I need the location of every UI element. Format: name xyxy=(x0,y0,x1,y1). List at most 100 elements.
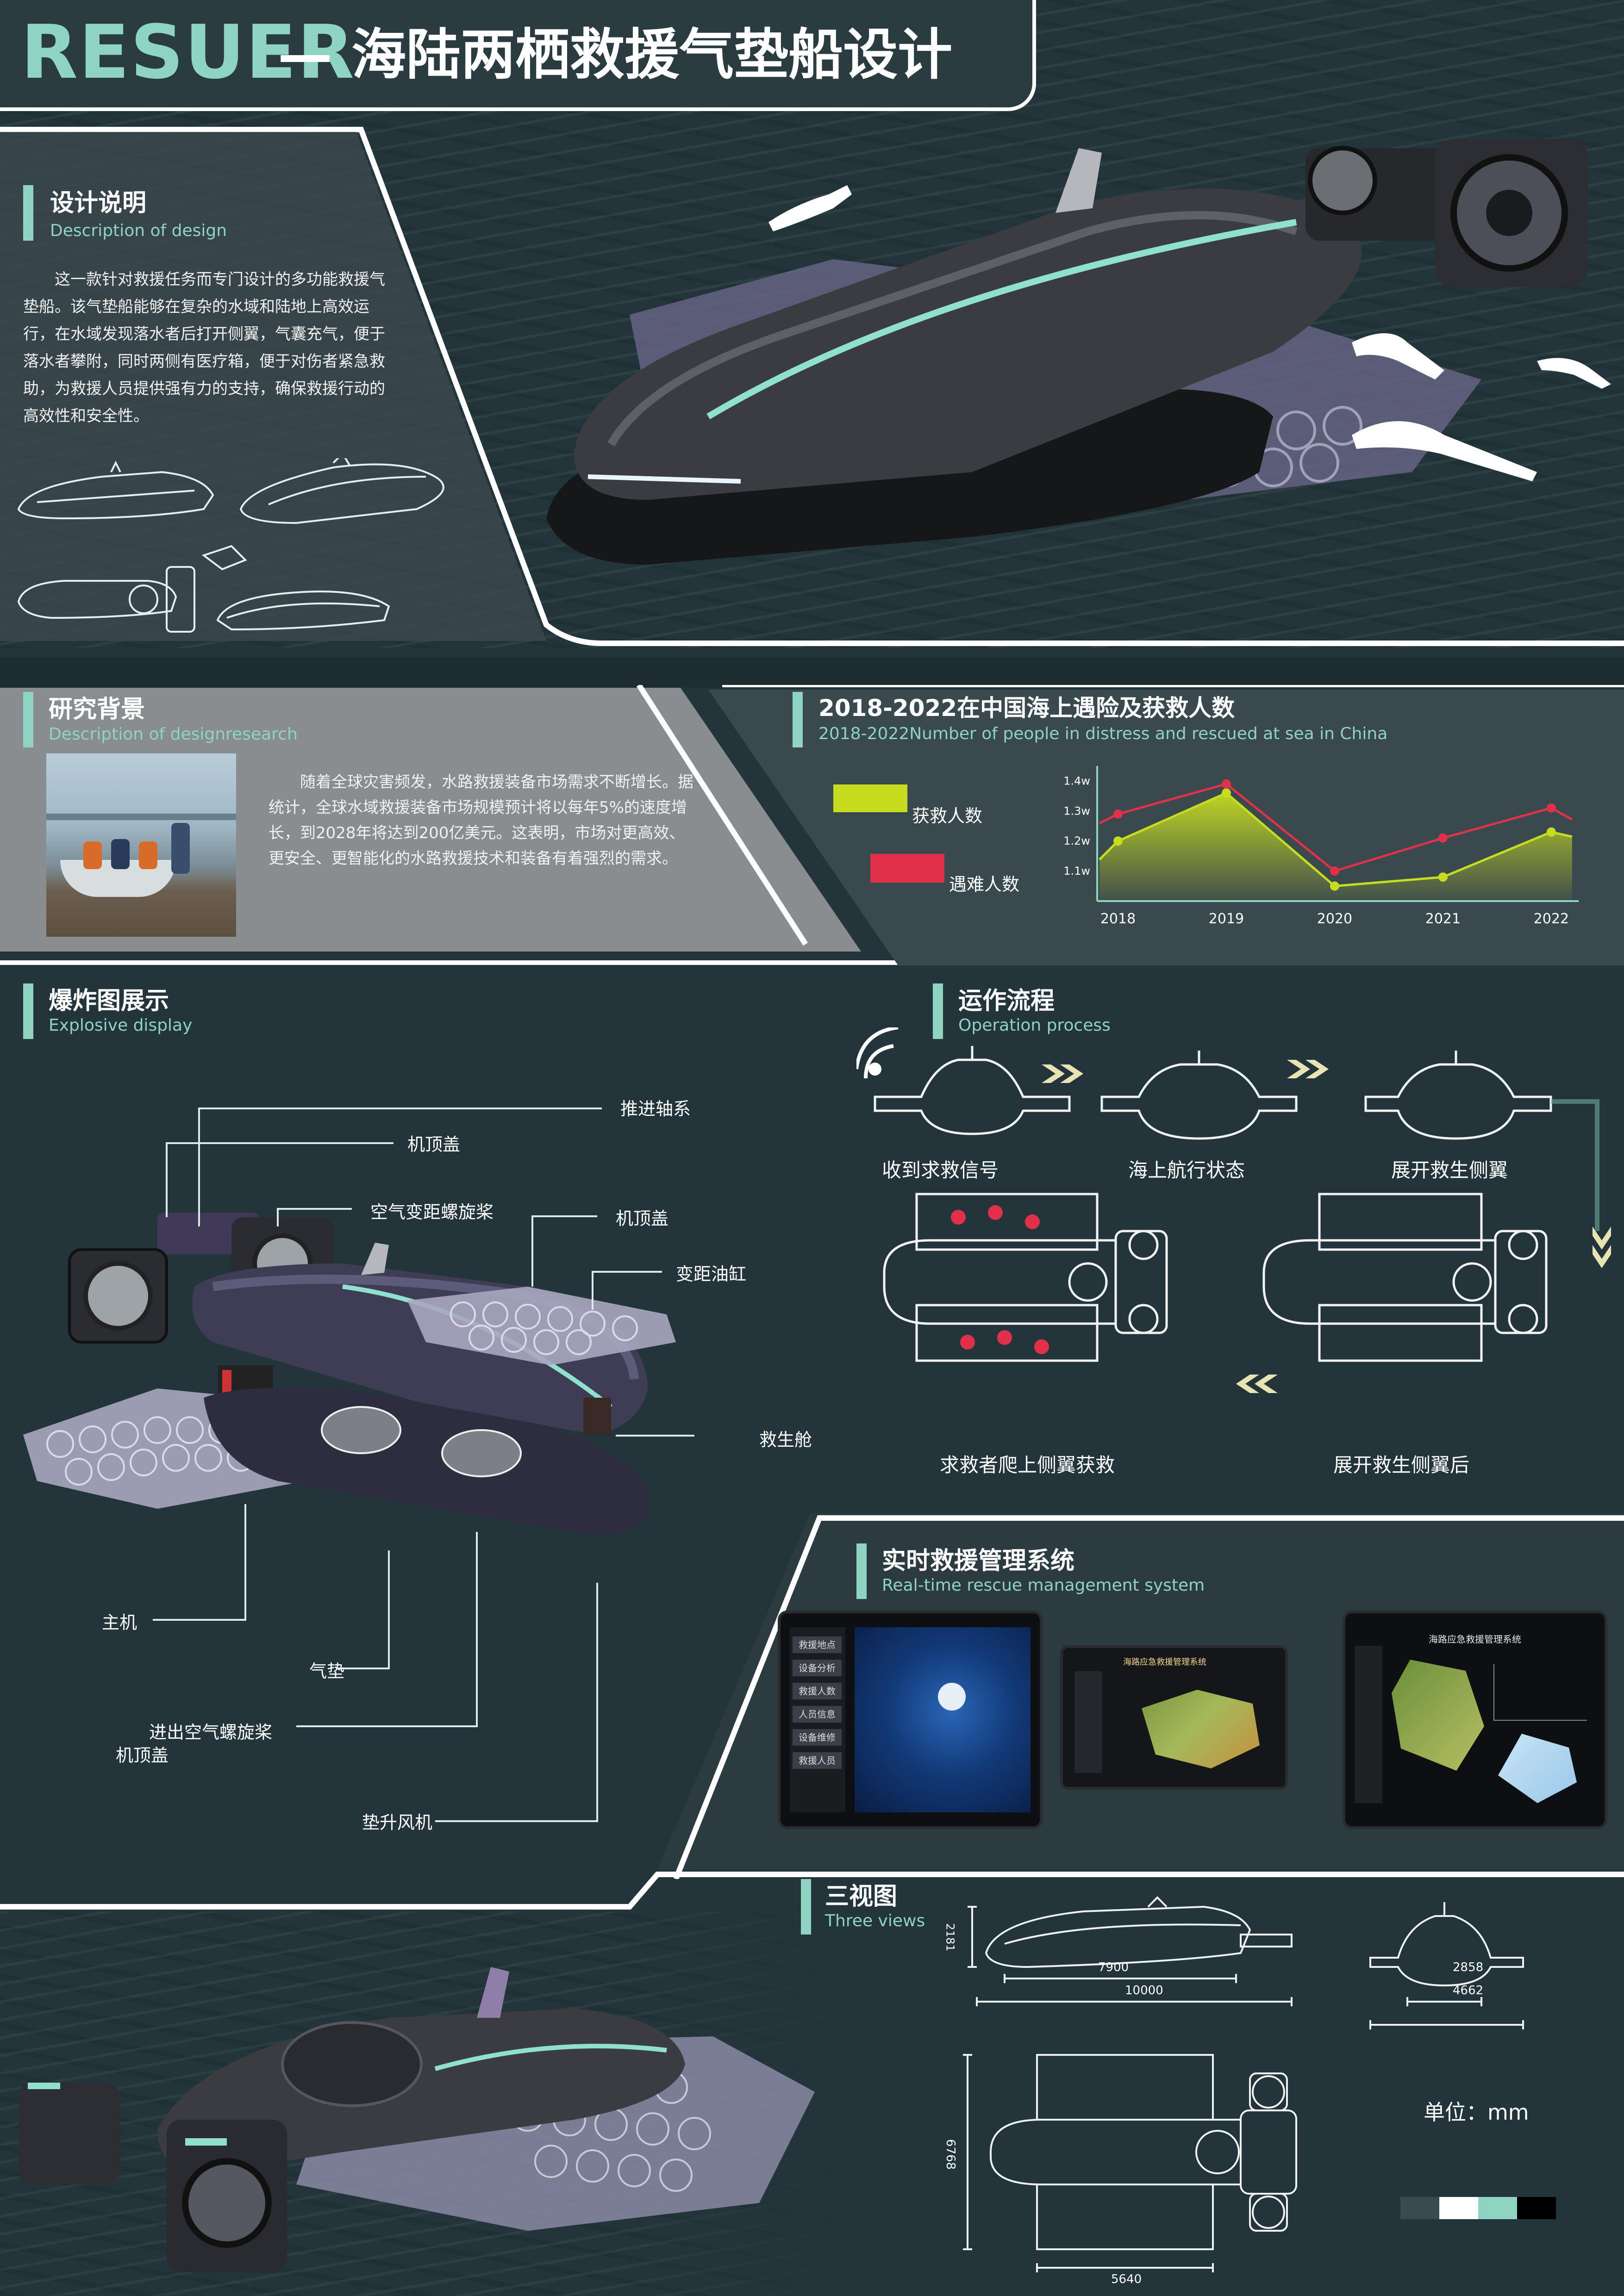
legend-rescued-swatch xyxy=(833,784,907,812)
swimmer-silhouettes xyxy=(768,185,1611,481)
stats-title: 2018-2022在中国海上遇险及获救人数 xyxy=(818,695,1235,722)
data-point-rescued xyxy=(1113,836,1123,846)
dim-top-length: 5640 xyxy=(1111,2272,1142,2286)
data-point-distress xyxy=(1546,803,1556,813)
explosive-leader-lines xyxy=(153,1108,694,1822)
color-swatch-3 xyxy=(1478,2197,1517,2219)
x-tick-label: 2018 xyxy=(1100,911,1136,927)
views-title: 三视图 xyxy=(825,1883,898,1910)
y-tick-label: 1.1w xyxy=(1063,865,1090,877)
design-text: 这一款针对救援任务而专门设计的多功能救援气垫船。该气垫船能够在复杂的水域和陆地上… xyxy=(23,270,385,425)
research-title-bar xyxy=(23,692,33,747)
screen-3-title: 海路应急救援管理系统 xyxy=(1429,1634,1521,1645)
dashboard-menu-item-1[interactable]: 救援地点 xyxy=(793,1636,842,1653)
label-pitch-cylinder: 变距油缸 xyxy=(676,1264,747,1284)
label-variable-propeller: 空气变距螺旋桨 xyxy=(370,1202,494,1222)
data-point-distress xyxy=(1113,809,1123,819)
dim-length-inner: 7900 xyxy=(1098,1960,1129,1974)
research-panel-frame xyxy=(0,685,1624,965)
management-panel-frame xyxy=(673,1515,1624,1879)
management-title: 实时救援管理系统 xyxy=(882,1547,1075,1575)
bottom-divider xyxy=(0,1872,1624,1910)
dim-length-outer: 10000 xyxy=(1125,1984,1163,1997)
y-tick-label: 1.4w xyxy=(1063,774,1090,787)
data-point-rescued xyxy=(1438,872,1448,882)
color-swatch-2 xyxy=(1439,2197,1478,2219)
research-text: 随着全球灾害频发，水路救援装备市场需求不断增长。据统计，全球水域救援装备市场规模… xyxy=(269,773,693,868)
dim-height: 2181 xyxy=(943,1923,957,1952)
dashboard-menu-item-6[interactable]: 救援人员 xyxy=(793,1752,842,1769)
explosive-subtitle: Explosive display xyxy=(49,1016,193,1035)
operation-subtitle: Operation process xyxy=(958,1016,1111,1035)
hero-ship-illustration xyxy=(546,139,1588,565)
bottom-ship-illustration xyxy=(19,1967,815,2272)
screen-2-title: 海路应急救援管理系统 xyxy=(1123,1657,1206,1667)
legend-distress-label: 遇难人数 xyxy=(949,874,1020,895)
label-hood-1: 机顶盖 xyxy=(407,1134,461,1155)
management-title-bar xyxy=(856,1543,867,1599)
hero-frame xyxy=(0,127,1624,646)
rescued-area xyxy=(1099,793,1572,901)
design-title-bar xyxy=(23,185,33,241)
management-subtitle: Real-time rescue management system xyxy=(882,1576,1205,1595)
design-title: 设计说明 xyxy=(50,189,147,217)
research-title: 研究背景 xyxy=(49,696,145,723)
views-title-bar xyxy=(801,1879,811,1935)
exploded-view-illustration xyxy=(23,1213,676,1535)
dashboard-screen-2: 海路应急救援管理系统 xyxy=(1060,1645,1288,1790)
section-divider-left xyxy=(0,963,1624,981)
research-subtitle: Description of designresearch xyxy=(49,725,298,744)
dim-width: 6768 xyxy=(943,2139,958,2170)
dashboard-map xyxy=(855,1627,1031,1812)
stats-title-bar xyxy=(793,692,803,747)
x-tick-label: 2019 xyxy=(1209,911,1244,927)
explosive-title-bar xyxy=(23,983,33,1039)
dashboard-menu-item-2[interactable]: 设备分析 xyxy=(793,1660,842,1676)
color-swatch-4 xyxy=(1517,2197,1556,2219)
label-lifeboat: 救生舱 xyxy=(759,1430,812,1450)
x-tick-label: 2022 xyxy=(1534,911,1569,927)
design-sketches xyxy=(17,458,444,633)
label-hood-2: 机顶盖 xyxy=(616,1208,669,1229)
legend-distress-swatch xyxy=(870,854,944,883)
stats-subtitle: 2018-2022Number of people in distress an… xyxy=(818,724,1388,743)
step-sailing: 海上航行状态 xyxy=(1128,1159,1245,1182)
data-point-distress xyxy=(1330,866,1339,876)
step-rescued: 求救者爬上侧翼获救 xyxy=(940,1454,1115,1476)
y-tick-label: 1.3w xyxy=(1063,804,1090,817)
design-subtitle: Description of design xyxy=(50,221,227,240)
three-views-drawing xyxy=(963,1896,1524,2272)
operation-title-bar xyxy=(933,983,943,1039)
title-banner xyxy=(0,0,1036,111)
dashboard-screen-1: 救援地点 设备分析 救援人数 人员信息 设备维修 救援人员 xyxy=(778,1611,1043,1829)
label-hood-3: 机顶盖 xyxy=(116,1745,169,1766)
explosive-title: 爆炸图展示 xyxy=(49,987,169,1015)
data-point-rescued xyxy=(1546,827,1556,837)
data-point-distress xyxy=(1221,779,1231,789)
dashboard-menu-item-3[interactable]: 救援人数 xyxy=(793,1683,842,1699)
operation-title: 运作流程 xyxy=(958,987,1055,1015)
label-in-out-propeller: 进出空气螺旋桨 xyxy=(149,1722,273,1742)
data-point-rescued xyxy=(1221,788,1231,798)
operation-flow-diagram xyxy=(856,1027,1611,1393)
color-swatch-1 xyxy=(1400,2197,1439,2219)
views-subtitle: Three views xyxy=(825,1911,925,1930)
title-en: RESUER xyxy=(21,9,356,95)
dashboard-menu-item-4[interactable]: 人员信息 xyxy=(793,1706,842,1723)
data-point-distress xyxy=(1438,833,1448,843)
data-point-rescued xyxy=(1330,881,1339,891)
divider-band xyxy=(0,657,1624,688)
step-deploy-wings: 展开救生侧翼 xyxy=(1391,1159,1508,1182)
label-main-engine: 主机 xyxy=(102,1612,137,1633)
unit-label: 单位：mm xyxy=(1424,2100,1529,2125)
dim-front-inner: 2858 xyxy=(1453,1960,1484,1974)
legend-rescued-label: 获救人数 xyxy=(912,806,983,826)
signal-icon xyxy=(856,1027,899,1079)
dashboard-menu-item-5[interactable]: 设备维修 xyxy=(793,1729,842,1746)
step-wings-deployed: 展开救生侧翼后 xyxy=(1333,1454,1470,1476)
title-cn: — 海陆两栖救援气垫船设计 xyxy=(278,23,953,87)
y-tick-label: 1.2w xyxy=(1063,834,1090,847)
label-lift-fan: 垫升风机 xyxy=(362,1812,433,1833)
x-tick-label: 2020 xyxy=(1317,911,1352,927)
